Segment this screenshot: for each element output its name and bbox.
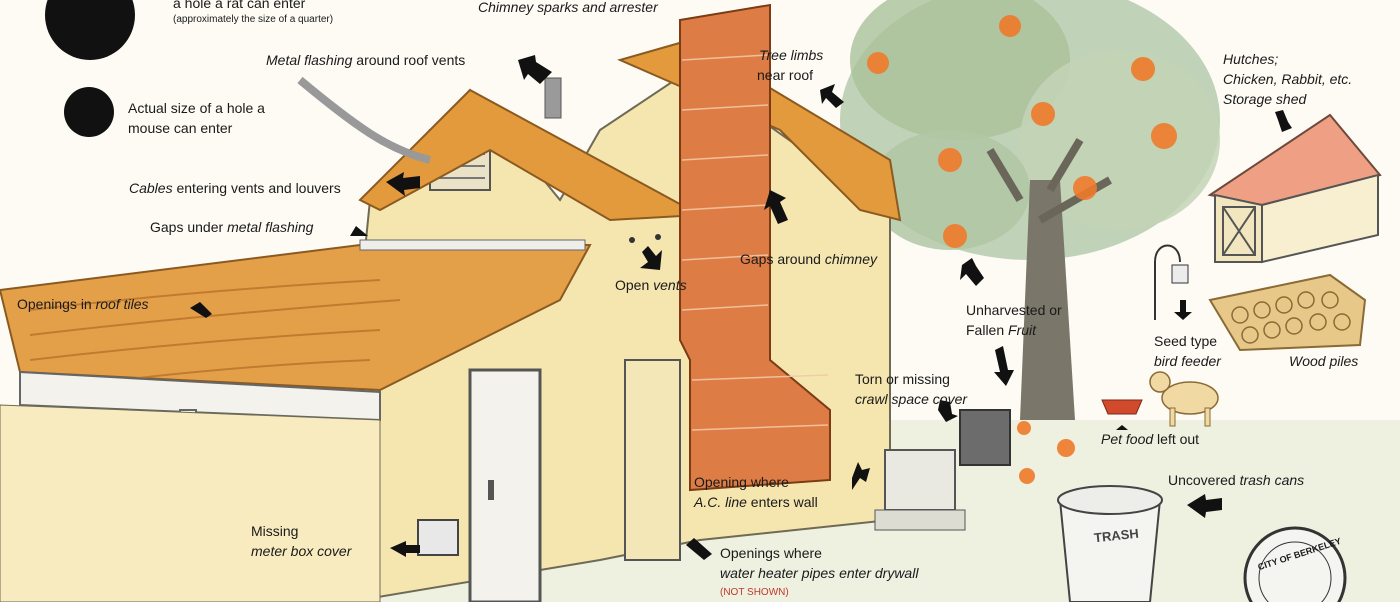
label-water-3: (NOT SHOWN) <box>720 587 789 598</box>
label-water-2: water heater pipes enter drywall <box>720 565 919 581</box>
label-tree-limbs-2: near roof <box>757 67 814 83</box>
label-seed-1: Seed type <box>1154 333 1218 349</box>
label-gaps-flashing: Gaps under metal flashing <box>150 219 314 235</box>
rat-hole-icon <box>45 0 135 60</box>
label-seed-2: bird feeder <box>1154 353 1221 369</box>
bird-feeder-icon <box>1154 244 1181 320</box>
door <box>468 368 542 602</box>
label-crawl-1: Torn or missing <box>855 371 950 387</box>
arrow-icon <box>190 55 1292 560</box>
label-tree-limbs-1: Tree limbs <box>759 47 824 63</box>
roof-vent <box>544 77 562 119</box>
wood-pile-icon <box>1208 273 1367 352</box>
label-crawl-2: crawl space cover <box>855 391 968 407</box>
berkeley-seal <box>1243 526 1347 602</box>
roof-flashing <box>359 239 586 251</box>
label-fruit-1: Unharvested or <box>966 302 1062 318</box>
label-wood-piles: Wood piles <box>1289 353 1359 369</box>
meter-box <box>417 519 459 556</box>
label-hutches-2: Chicken, Rabbit, etc. <box>1223 71 1353 87</box>
cable <box>297 76 431 164</box>
label-roof-tiles: Openings in roof tiles <box>17 296 149 312</box>
label-ac-2: A.C. line enters wall <box>694 494 818 510</box>
label-water-1: Openings where <box>720 545 822 561</box>
label-hutches-1: Hutches; <box>1223 51 1279 67</box>
crawl-space <box>959 409 1011 466</box>
label-cables: Cables entering vents and louvers <box>129 180 341 196</box>
label-meter-1: Missing <box>251 523 299 539</box>
label-ac-1: Opening where <box>694 474 789 490</box>
dog-icon <box>1149 371 1219 427</box>
label-hutches-3: Storage shed <box>1223 91 1307 107</box>
side-door <box>624 359 681 561</box>
label-gaps-chimney: Gaps around chimney <box>740 251 877 267</box>
label-metal-flashing-vents: Metal flashing around roof vents <box>266 52 466 68</box>
label-open-vents: Open vents <box>615 277 687 293</box>
mouse-hole-icon <box>64 87 114 137</box>
fruit-icon <box>867 15 1177 484</box>
label-rat-hole-note: (approximately the size of a quarter) <box>173 14 334 25</box>
label-pet-food: Pet food left out <box>1101 431 1200 447</box>
trash-can-icon <box>1057 485 1163 602</box>
label-mouse-hole-1: Actual size of a hole a <box>128 100 265 116</box>
ac-unit <box>884 449 956 511</box>
front-wall <box>0 404 381 602</box>
chimney <box>679 3 831 492</box>
label-chimney-sparks: Chimney sparks and arrester <box>478 0 658 15</box>
label-rat-hole: a hole a rat can enter <box>173 0 306 11</box>
pet-food-bowl-icon <box>1101 399 1143 415</box>
label-mouse-hole-2: mouse can enter <box>128 120 233 136</box>
label-meter-2: meter box cover <box>251 543 352 559</box>
label-fruit-2: Fallen Fruit <box>966 322 1037 338</box>
label-trash: Uncovered trash cans <box>1168 472 1305 488</box>
shed-icon <box>1207 113 1382 264</box>
